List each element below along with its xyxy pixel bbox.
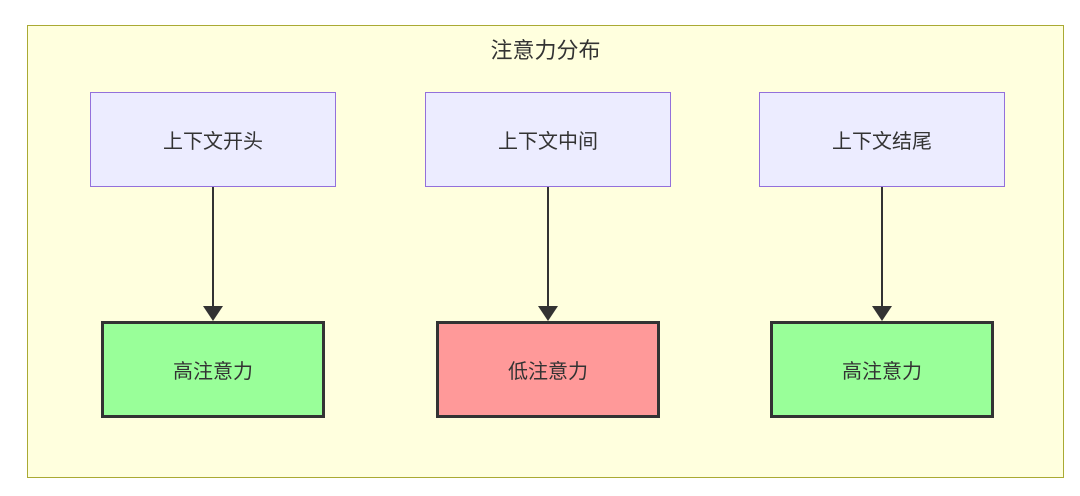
arrow-context-end-to-attention [872,187,892,321]
arrow-line [212,187,214,306]
flow-column-context-middle: 上下文中间 低注意力 [423,92,673,418]
node-context-middle-label: 上下文中间 [498,131,598,153]
node-context-end: 上下文结尾 [759,92,1005,187]
arrow-head-icon [538,306,558,321]
node-high-attention-right-label: 高注意力 [842,361,922,383]
node-low-attention-label: 低注意力 [508,361,588,383]
arrow-head-icon [203,306,223,321]
node-high-attention-right: 高注意力 [770,321,994,418]
node-context-start-label: 上下文开头 [163,131,263,153]
node-high-attention-left: 高注意力 [101,321,325,418]
node-context-end-label: 上下文结尾 [832,131,932,153]
node-context-middle: 上下文中间 [425,92,671,187]
flow-column-context-end: 上下文结尾 高注意力 [757,92,1007,418]
arrow-line [547,187,549,306]
cluster-title: 注意力分布 [490,38,601,63]
node-high-attention-left-label: 高注意力 [173,361,253,383]
flow-column-context-start: 上下文开头 高注意力 [88,92,338,418]
cluster-attention-distribution: 注意力分布 上下文开头 高注意力 上下文中间 低注意力 [27,25,1064,478]
arrow-line [881,187,883,306]
node-context-start: 上下文开头 [90,92,336,187]
node-low-attention: 低注意力 [436,321,660,418]
arrow-context-middle-to-attention [538,187,558,321]
arrow-context-start-to-attention [203,187,223,321]
arrow-head-icon [872,306,892,321]
